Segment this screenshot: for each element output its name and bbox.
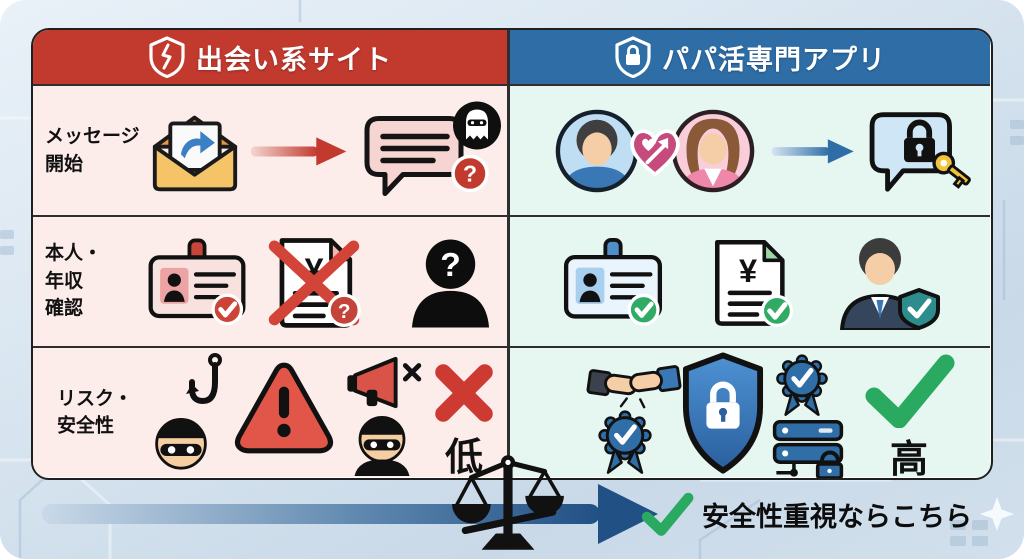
cell-verification-papakatsu: ¥ [507,215,990,346]
question-glyph: ? [338,299,351,322]
secure-server-lock-icon [772,420,844,478]
red-cross-icon [435,364,493,422]
masked-scammer-icon [155,418,207,470]
row-label-risk: リスク・ 安全性 [57,387,133,437]
id-card-check-red-icon [148,238,246,325]
comparison-table: 出会い系サイト パパ活専門アプリ メッセージ 開始 [31,28,993,480]
row-label-message: メッセージ 開始 [45,125,140,175]
unknown-person-icon: ? [411,239,490,327]
row-label-verification: 本人・ 年収 確認 [45,243,103,320]
column-header-papakatsu-apps: パパ活専門アプリ [507,30,990,84]
broken-shield-icon [149,36,185,78]
businessman-shield-icon [839,237,940,330]
column-title-dating-sites: 出会い系サイト [196,44,392,75]
cell-risk-papakatsu: 高 [507,346,990,480]
rating-low: 低 [444,437,483,479]
heart-match-icon [630,128,680,177]
cell-verification-dating: 本人・ 年収 確認 ¥ [33,215,507,346]
green-check-icon [865,354,955,428]
balance-scale-icon [452,455,564,550]
column-header-dating-sites: 出会い系サイト [33,30,507,84]
footer-conclusion: 安全性重視ならこちら [640,486,1014,542]
footer-conclusion-text: 安全性重視ならこちら [702,501,972,532]
male-avatar-icon [555,109,639,192]
cell-risk-dating: リスク・ 安全性 [33,346,507,479]
blue-arrow-icon [771,138,854,164]
lock-shield-icon [615,36,651,78]
sparkle-icon [980,497,1014,531]
question-glyph: ? [463,160,477,186]
income-doc-crossed-icon: ¥ ? [268,237,361,328]
column-title-papakatsu-apps: パパ活専門アプリ [662,44,886,75]
phishing-hook-icon [186,353,222,405]
masked-scammer-body-icon [354,415,410,476]
cell-message-papakatsu [507,84,990,215]
open-mail-icon [152,115,238,191]
green-check-icon [641,492,694,536]
handshake-icon [586,365,682,409]
yen-glyph: ¥ [739,253,757,289]
anonymous-chat-question-icon: ? [364,101,501,196]
security-shield-lock-icon [682,352,764,474]
id-card-verified-icon [563,237,662,326]
warning-triangle-icon [234,362,334,454]
cell-message-dating: メッセージ 開始 [33,84,507,215]
rating-high: 高 [889,439,928,480]
income-doc-verified-icon: ¥ [715,239,793,327]
muted-megaphone-icon [347,356,422,409]
certified-badge-icon [776,354,828,416]
question-glyph: ? [440,247,461,284]
secure-chat-key-icon [869,111,971,192]
certified-badge-icon [598,410,652,474]
red-arrow-icon [250,136,347,166]
